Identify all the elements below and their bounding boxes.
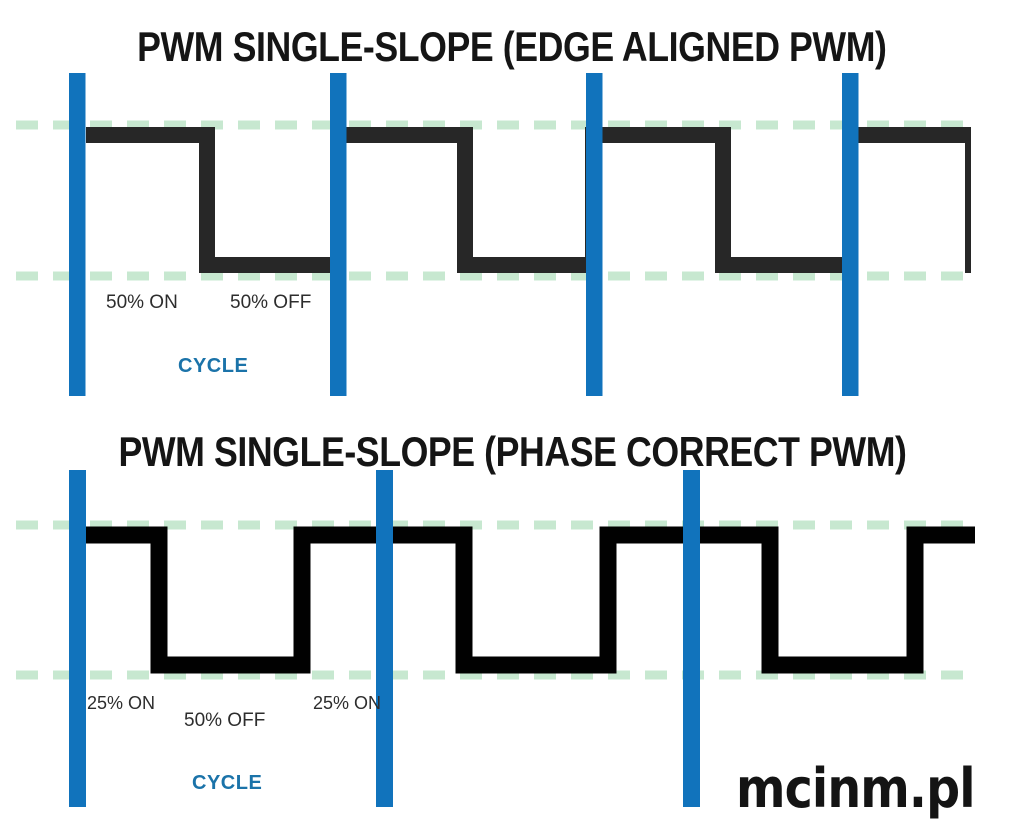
bottom-diagram-title-text: PWM SINGLE-SLOPE (PHASE CORRECT PWM) bbox=[118, 428, 906, 475]
top-cycle-boundary-bar-1 bbox=[69, 73, 86, 396]
bottom-cycle-boundary-bar-1 bbox=[69, 470, 86, 807]
top-square-wave bbox=[86, 127, 971, 273]
bottom-cycle-boundary-bar-3 bbox=[683, 470, 700, 807]
top-on-duty-label: 50% ON bbox=[106, 292, 178, 313]
site-watermark: mcinm.pl bbox=[736, 757, 976, 820]
bottom-square-wave bbox=[86, 526, 975, 674]
top-off-duty-label: 50% OFF bbox=[230, 292, 312, 313]
bottom-on-duty-label-2: 25% ON bbox=[313, 693, 382, 713]
bottom-cycle-label: CYCLE bbox=[192, 772, 263, 794]
top-cycle-boundary-bar-2 bbox=[330, 73, 347, 396]
top-cycle-label: CYCLE bbox=[178, 355, 249, 377]
bottom-on-duty-label-1: 25% ON bbox=[87, 693, 156, 713]
bottom-off-duty-label: 50% OFF bbox=[184, 710, 266, 731]
top-diagram-title-text: PWM SINGLE-SLOPE (EDGE ALIGNED PWM) bbox=[137, 23, 887, 70]
top-cycle-boundary-bar-4 bbox=[842, 73, 859, 396]
bottom-cycle-boundary-bar-2 bbox=[376, 470, 393, 807]
top-cycle-boundary-bar-3 bbox=[586, 73, 603, 396]
bottom-diagram-title: PWM SINGLE-SLOPE (PHASE CORRECT PWM) bbox=[0, 431, 1024, 473]
top-diagram-title: PWM SINGLE-SLOPE (EDGE ALIGNED PWM) bbox=[0, 26, 1024, 68]
